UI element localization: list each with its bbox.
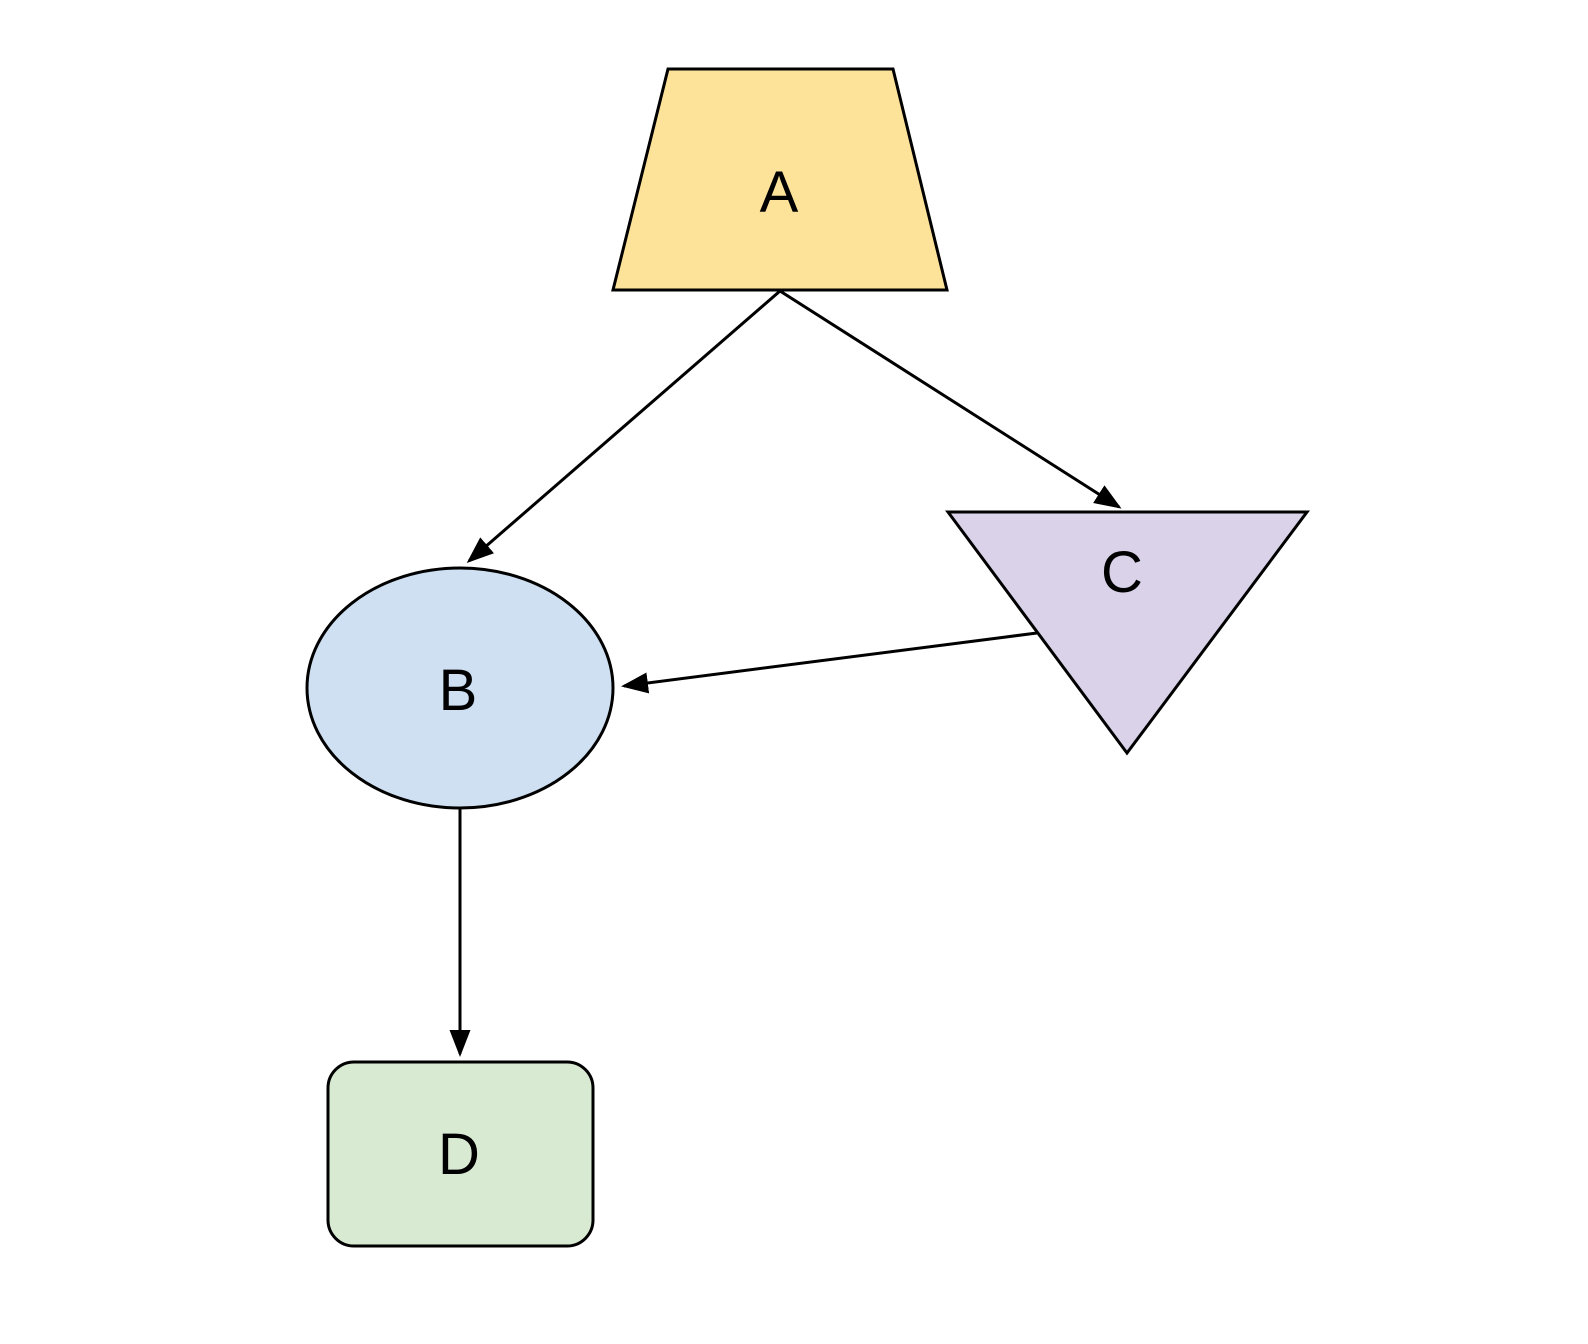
- diagram-root: A B C D: [305, 67, 1310, 1248]
- node-A: A: [611, 67, 949, 292]
- node-B: B: [305, 566, 615, 810]
- node-B-label: B: [439, 658, 478, 723]
- trapezoid-shape-A: [611, 67, 949, 292]
- triangle-shape-C: [945, 510, 1310, 756]
- node-D-label: D: [438, 1122, 480, 1187]
- ellipse-shape-B: [305, 566, 615, 810]
- node-D: D: [326, 1060, 595, 1248]
- edge-C-to-B: [621, 631, 1038, 694]
- edge-group: [449, 289, 1122, 1057]
- node-A-label: A: [760, 160, 799, 225]
- node-C-label: C: [1101, 540, 1143, 605]
- edge-A-to-C: [779, 289, 1122, 509]
- node-C: C: [945, 510, 1310, 756]
- rounded-rect-shape-D: [326, 1060, 595, 1248]
- edge-A-to-B: [466, 289, 781, 563]
